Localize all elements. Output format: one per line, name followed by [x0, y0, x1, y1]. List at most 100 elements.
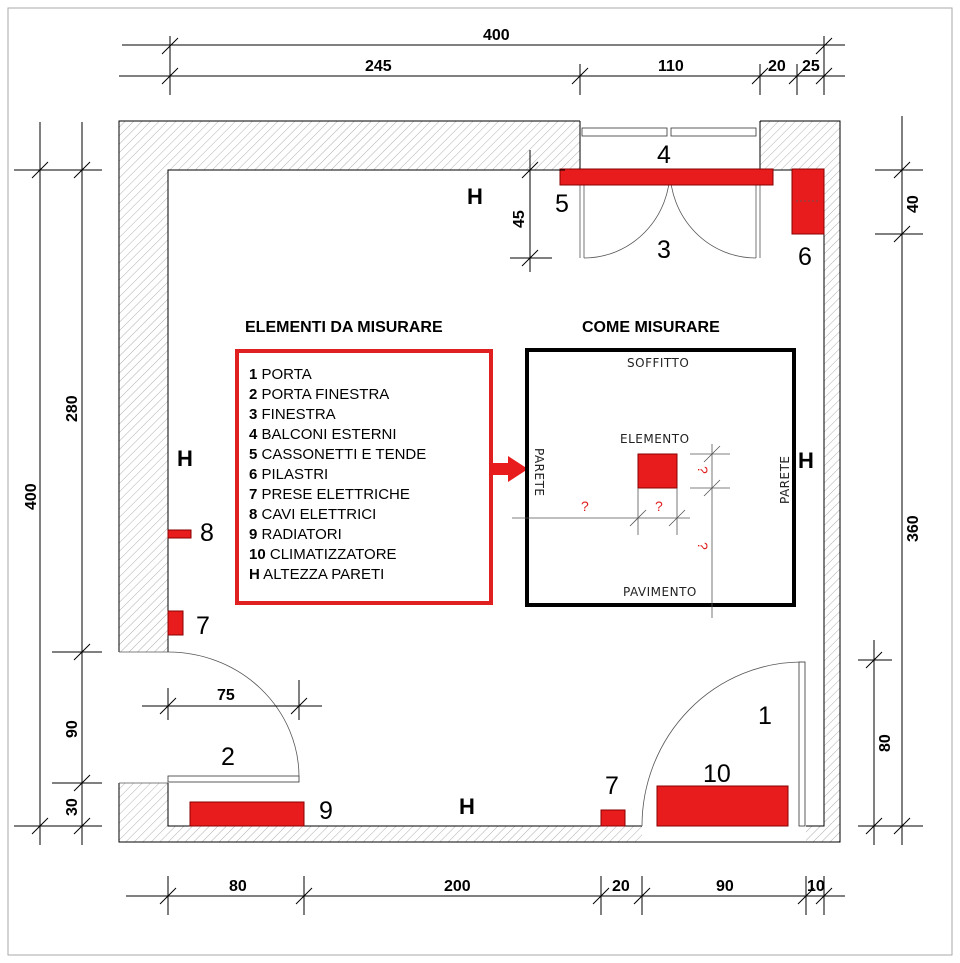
- dimension-bottom: [126, 876, 845, 915]
- legend-item-key: 8: [249, 506, 257, 523]
- image-frame: [7, 7, 953, 956]
- label-4: 4: [657, 141, 671, 169]
- legend-item-label: CLIMATIZZATORE: [266, 546, 397, 563]
- label-2: 2: [221, 743, 235, 771]
- label-5: 5: [555, 190, 569, 218]
- question-mark-3: ?: [695, 466, 711, 474]
- dim-top-110: 110: [658, 58, 684, 75]
- legend-title: ELEMENTI DA MISURARE: [245, 319, 443, 336]
- radiator-9: [189, 801, 305, 827]
- dim-right-360: 360: [905, 515, 922, 542]
- legend-item-label: RADIATORI: [257, 526, 341, 543]
- dim-left-total: 400: [23, 483, 40, 510]
- label-wall-left: PARETE: [532, 448, 546, 497]
- dim-bottom-90: 90: [716, 878, 734, 895]
- label-3: 3: [657, 236, 671, 264]
- legend-item: 6 PILASTRI: [249, 466, 328, 483]
- legend-item-label: CAVI ELETTRICI: [257, 506, 376, 523]
- legend-item: 4 BALCONI ESTERNI: [249, 426, 397, 443]
- door-1: [641, 661, 806, 827]
- legend-item-key: 7: [249, 486, 257, 503]
- label-7-bottom: 7: [605, 772, 619, 800]
- dim-window-45: 45: [511, 210, 528, 228]
- cassonetto-bar: [559, 168, 774, 186]
- socket-7-left: [167, 610, 184, 636]
- question-mark-4: ?: [695, 542, 711, 550]
- legend-item-key: 5: [249, 446, 257, 463]
- legend-item: 2 PORTA FINESTRA: [249, 386, 389, 403]
- dim-right-40: 40: [905, 195, 922, 213]
- label-1: 1: [758, 702, 772, 730]
- legend-item-key: 9: [249, 526, 257, 543]
- legend-item: H ALTEZZA PARETI: [249, 566, 384, 583]
- legend-item-key: 6: [249, 466, 257, 483]
- legend-item-key: 1: [249, 366, 257, 383]
- how-to-title: COME MISURARE: [582, 319, 720, 336]
- legend-item: 8 CAVI ELETTRICI: [249, 506, 376, 523]
- dim-bottom-20: 20: [612, 878, 630, 895]
- dim-top-245: 245: [365, 58, 392, 75]
- dim-top-total: 400: [483, 27, 510, 44]
- legend-item-label: PORTA FINESTRA: [257, 386, 389, 403]
- label-wall-right: PARETE: [778, 455, 792, 504]
- legend-item-label: PORTA: [257, 366, 311, 383]
- legend-item-label: ALTEZZA PARETI: [260, 566, 384, 583]
- door-2: [167, 651, 300, 783]
- legend-item-label: PILASTRI: [257, 466, 328, 483]
- legend-item-label: CASSONETTI E TENDE: [257, 446, 426, 463]
- legend-item: 10 CLIMATIZZATORE: [249, 546, 397, 563]
- dim-top-25: 25: [802, 58, 820, 75]
- legend-box: [235, 349, 493, 605]
- label-6: 6: [798, 243, 812, 271]
- arrow-icon: [491, 456, 528, 482]
- dim-bottom-10: 10: [807, 878, 825, 895]
- wall-height-left: H: [177, 446, 193, 471]
- label-7-left: 7: [196, 612, 210, 640]
- wall-height-bottom: H: [459, 794, 475, 819]
- dim-left-280: 280: [64, 395, 81, 422]
- dim-left-90: 90: [64, 720, 81, 738]
- dim-right-80: 80: [877, 734, 894, 752]
- dimension-right: [858, 116, 923, 845]
- legend-item: 3 FINESTRA: [249, 406, 336, 423]
- question-mark-2: ?: [655, 498, 663, 514]
- legend-item-key: 3: [249, 406, 257, 423]
- dimension-window-height: [510, 150, 565, 272]
- dim-bottom-80: 80: [229, 878, 247, 895]
- label-9: 9: [319, 797, 333, 825]
- legend-item-key: 4: [249, 426, 258, 443]
- legend-item-label: BALCONI ESTERNI: [257, 426, 396, 443]
- socket-7-bottom: [600, 809, 626, 827]
- wall-height-right: H: [798, 448, 814, 473]
- legend-item: 1 PORTA: [249, 366, 312, 383]
- air-conditioner-10: [656, 785, 789, 827]
- legend-item-label: PRESE ELETTRICHE: [257, 486, 410, 503]
- dim-door-75: 75: [217, 687, 235, 704]
- label-8: 8: [200, 519, 214, 547]
- dimension-top: [119, 36, 845, 95]
- legend-item-label: FINESTRA: [257, 406, 335, 423]
- element-sample: [637, 453, 678, 489]
- question-mark-1: ?: [581, 498, 589, 514]
- legend-item: 7 PRESE ELETTRICHE: [249, 486, 410, 503]
- legend-item-key: H: [249, 566, 260, 583]
- label-floor: PAVIMENTO: [623, 585, 697, 599]
- wall-height-top: H: [467, 184, 483, 209]
- label-10: 10: [703, 760, 731, 788]
- dim-bottom-200: 200: [444, 878, 471, 895]
- label-element: ELEMENTO: [620, 432, 690, 446]
- walls: [118, 120, 841, 843]
- legend-item-key: 10: [249, 546, 266, 563]
- pillar-6: [791, 168, 825, 235]
- dim-left-30: 30: [64, 798, 81, 816]
- dimension-door-width: [142, 680, 322, 720]
- measure-lines: [512, 444, 730, 618]
- dimension-left: [14, 122, 102, 845]
- legend-item-key: 2: [249, 386, 257, 403]
- legend-item: 5 CASSONETTI E TENDE: [249, 446, 426, 463]
- dim-top-20: 20: [768, 58, 786, 75]
- label-ceiling: SOFFITTO: [627, 356, 689, 370]
- cable-8: [167, 529, 192, 539]
